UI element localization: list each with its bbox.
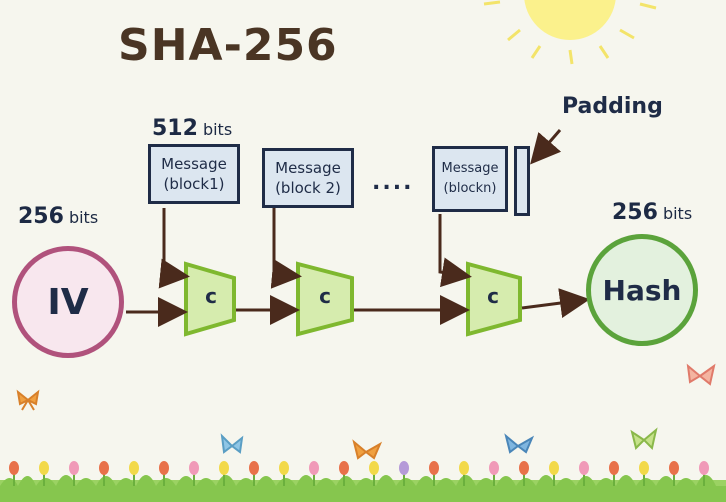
arrow-msgn-to-cn <box>438 214 472 288</box>
compression-label-n: c <box>487 284 499 308</box>
hash-node: Hash <box>586 234 698 346</box>
message-block-n-sub: (blockn) <box>443 181 497 196</box>
ellipsis: .... <box>372 170 414 195</box>
butterfly-icon <box>630 427 658 450</box>
butterfly-icon <box>16 389 40 411</box>
flowers-decoration <box>9 461 709 486</box>
compression-label-1: c <box>205 284 217 308</box>
hash-label: Hash <box>602 273 682 307</box>
iv-label: IV <box>47 281 89 323</box>
iv-node: IV <box>12 246 124 358</box>
sun-decoration <box>483 0 657 65</box>
padding-block <box>514 146 530 216</box>
arrow-padding <box>530 129 562 165</box>
page-title: SHA-256 <box>118 20 338 71</box>
arrow-cn-to-hash <box>521 288 590 318</box>
butterfly-icon <box>504 433 535 454</box>
compression-label-2: c <box>319 284 331 308</box>
message-block-2-sub: (block 2) <box>275 179 341 197</box>
message-block-2: Message (block 2) <box>262 148 354 208</box>
message-block-1-sub: (block1) <box>163 175 225 193</box>
arrow-msg1-to-c1 <box>158 208 190 289</box>
message-block-2-title: Message <box>275 159 341 177</box>
butterfly-icon <box>220 433 244 454</box>
message-block-1: Message (block1) <box>148 144 240 204</box>
padding-label: Padding <box>562 94 663 119</box>
message-block-1-title: Message <box>161 155 227 173</box>
arrow-msg2-to-c2 <box>270 208 302 289</box>
butterfly-icon <box>686 363 716 386</box>
message-block-n: Message (blockn) <box>432 146 508 212</box>
butterfly-icon <box>352 439 383 460</box>
message-block-n-title: Message <box>441 161 499 176</box>
grass-decoration <box>0 475 726 502</box>
